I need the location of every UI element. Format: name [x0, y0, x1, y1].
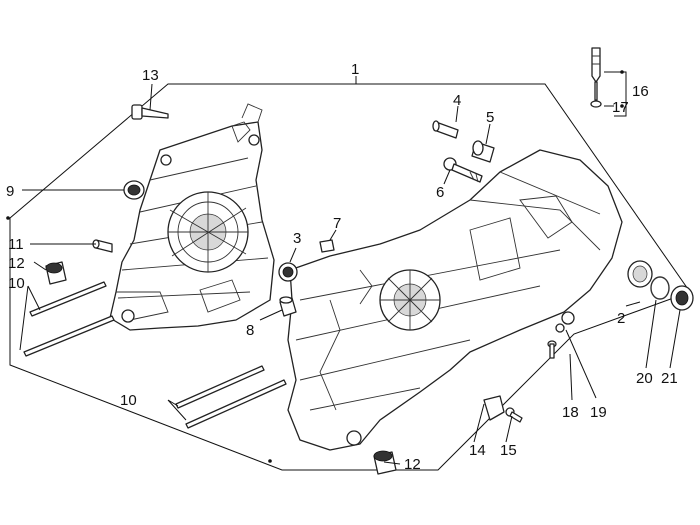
callout-18: 18: [562, 404, 579, 421]
boundary-dot-bottom: [268, 459, 272, 463]
bush-12-bottom: [373, 450, 397, 475]
bolt-13: [131, 104, 169, 120]
bush-5: [471, 140, 495, 163]
callout-3: 3: [293, 230, 301, 247]
pin-4: [432, 120, 459, 139]
callout-19: 19: [590, 404, 607, 421]
callout-1: 1: [351, 61, 359, 78]
left-crankcase-half: [109, 103, 275, 331]
callout-7: 7: [333, 215, 341, 232]
dowel-pin-7: [319, 239, 335, 253]
right-crankcase-half: [287, 149, 623, 451]
oil-seal-3: [278, 262, 298, 282]
dowel-pin-11: [92, 239, 113, 253]
bearing-2: [627, 260, 653, 288]
callout-10-left: 10: [8, 275, 25, 292]
screw-15: [505, 407, 523, 423]
callout-12-bottom: 12: [404, 456, 421, 473]
callout-21: 21: [661, 370, 678, 387]
bracket-14: [483, 395, 505, 421]
dipstick-16-17: [590, 47, 602, 108]
callout-8: 8: [246, 322, 254, 339]
callout-20: 20: [636, 370, 653, 387]
callout-11: 11: [8, 236, 24, 253]
callout-9: 9: [6, 183, 14, 200]
studs-10-right: [175, 365, 287, 429]
callout-10-bottom: 10: [120, 392, 137, 409]
studs-10-left: [23, 281, 115, 357]
callout-13: 13: [142, 67, 159, 84]
callout-15: 15: [500, 442, 517, 459]
callout-12-left: 12: [8, 255, 25, 272]
callout-16: 16: [632, 83, 649, 100]
callout-5: 5: [486, 109, 494, 126]
callout-6: 6: [436, 184, 444, 201]
callout-17: 17: [612, 99, 629, 116]
callout-4: 4: [453, 92, 461, 109]
boundary-dot-left: [6, 216, 10, 220]
dowel-pin-8: [279, 296, 297, 317]
oil-seal-21: [670, 285, 694, 311]
washer-19: [555, 323, 565, 333]
callout-14: 14: [469, 442, 486, 459]
screw-18: [547, 340, 557, 359]
callout-labels: 1 2 3 4 5 6 7 8 9 10 10 11 12 12 13 14 1…: [6, 61, 678, 473]
bush-12-left: [45, 261, 67, 285]
callout-2: 2: [617, 310, 625, 327]
circlip-20: [650, 276, 670, 300]
leader-lines: [19, 70, 681, 465]
screw-6: [443, 157, 483, 183]
oil-seal-9: [123, 180, 145, 200]
assembly-boundary: [9, 83, 691, 471]
